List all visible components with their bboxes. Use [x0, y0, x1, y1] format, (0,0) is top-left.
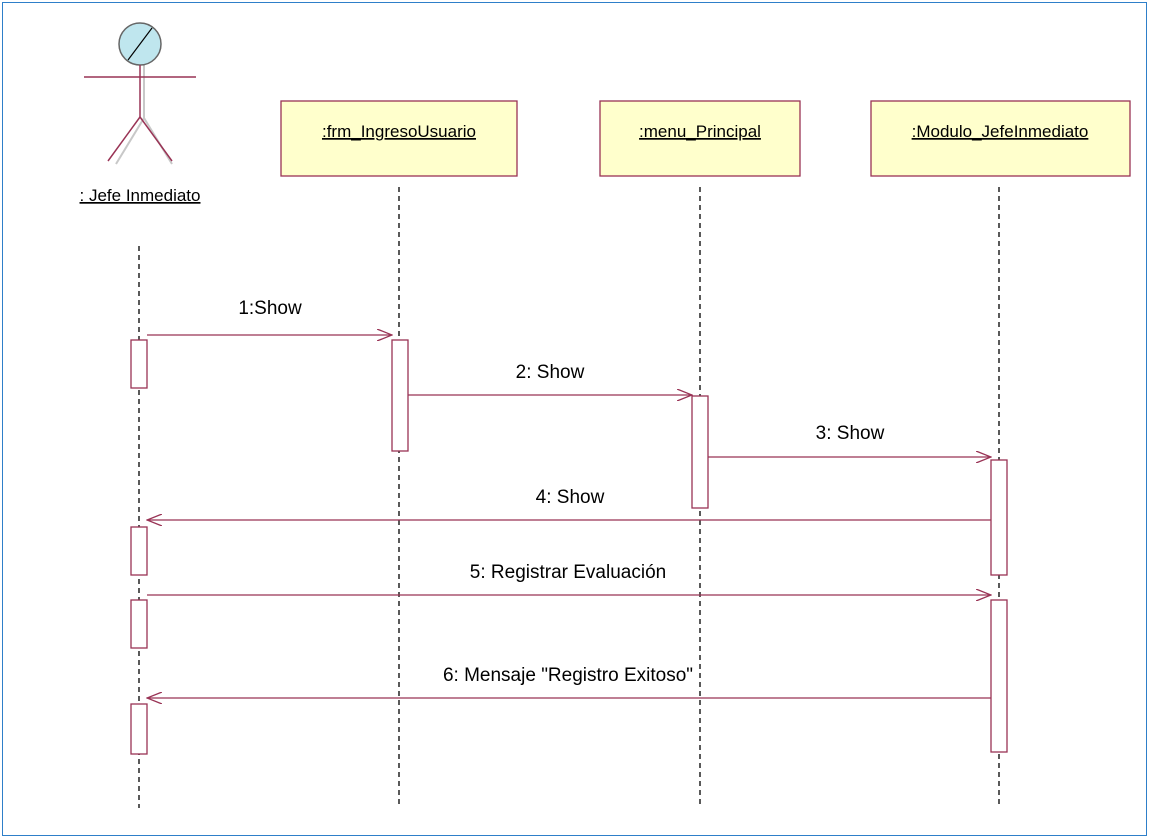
actor-label: : Jefe Inmediato: [80, 186, 201, 205]
object-menu-principal: :menu_Principal: [599, 100, 801, 177]
message-label-5: 5: Registrar Evaluación: [470, 562, 666, 583]
activation-bar: [130, 339, 148, 389]
activation-bar: [990, 459, 1008, 576]
activation-bar: [130, 599, 148, 649]
activation-bar: [691, 395, 709, 509]
object-modulo-jefe-inmediato: :Modulo_JefeInmediato: [870, 100, 1131, 177]
message-label-4: 4: Show: [536, 487, 605, 508]
object-label: :menu_Principal: [639, 122, 761, 141]
activation-bar: [130, 526, 148, 576]
object-label: :frm_IngresoUsuario: [322, 122, 476, 141]
message-label-1: 1:Show: [238, 298, 302, 319]
message-label-2: 2: Show: [516, 362, 585, 383]
activation-bar: [391, 339, 409, 452]
actor-icon: [84, 22, 196, 165]
activation-bar: [990, 599, 1008, 753]
actor-jefe-inmediato: : Jefe Inmediato: [80, 22, 201, 205]
object-label: :Modulo_JefeInmediato: [912, 122, 1089, 141]
activation-bar: [130, 703, 148, 755]
message-label-6: 6: Mensaje "Registro Exitoso": [443, 665, 693, 686]
object-frm-ingreso-usuario: :frm_IngresoUsuario: [280, 100, 518, 177]
message-label-3: 3: Show: [816, 423, 885, 444]
